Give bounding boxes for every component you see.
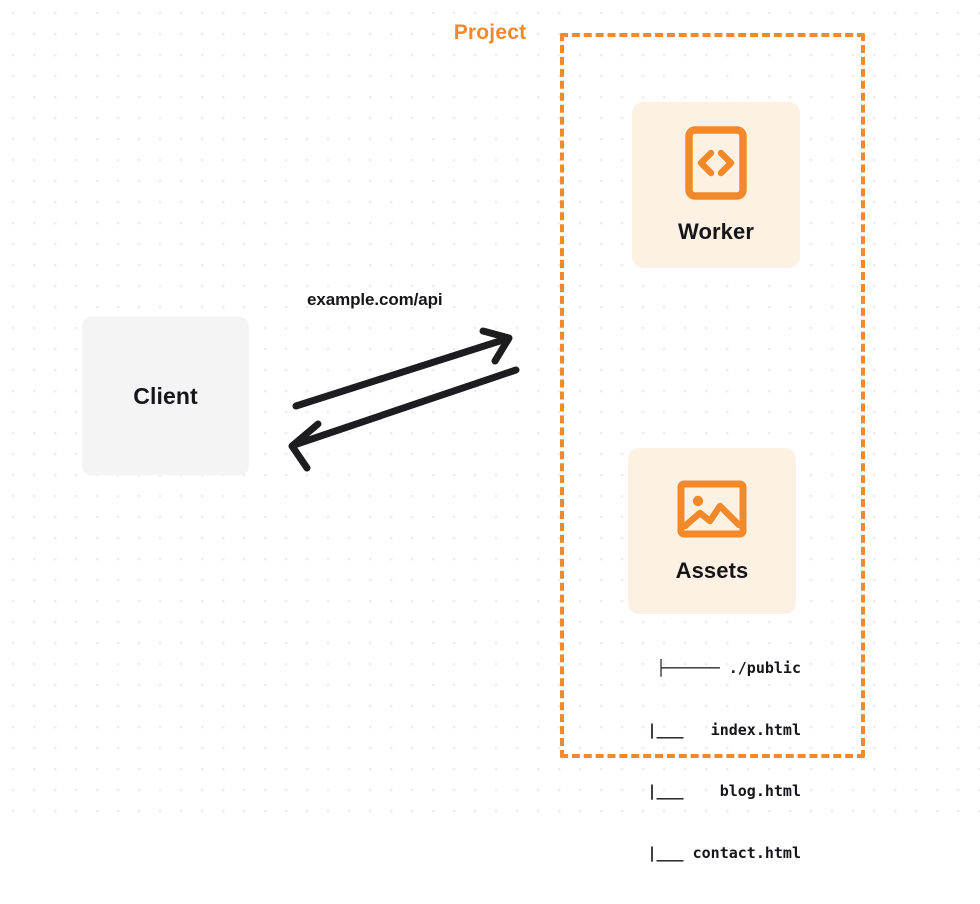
- assets-card[interactable]: Assets: [628, 448, 796, 614]
- file-tree: ├────── ./public |___ index.html |___ bl…: [609, 617, 801, 904]
- response-arrow: [288, 366, 520, 472]
- diagram-canvas: Client example.com/api Project Worker: [0, 0, 980, 862]
- client-label: Client: [133, 382, 198, 409]
- code-brackets-icon: [685, 125, 747, 205]
- file-tree-row: |___ blog.html: [620, 782, 801, 800]
- image-icon: [677, 479, 747, 544]
- file-tree-row: |___ contact.html: [620, 843, 801, 862]
- worker-card[interactable]: Worker: [632, 102, 800, 268]
- project-boundary: [560, 33, 865, 758]
- file-tree-row: ├────── ./public: [656, 659, 802, 677]
- connection-label: example.com/api: [307, 290, 443, 309]
- project-title: Project: [446, 21, 534, 45]
- client-node[interactable]: Client: [82, 317, 249, 475]
- request-arrow: [292, 327, 513, 410]
- worker-label: Worker: [678, 218, 754, 244]
- file-tree-row: |___ index.html: [620, 720, 801, 739]
- assets-label: Assets: [675, 557, 749, 583]
